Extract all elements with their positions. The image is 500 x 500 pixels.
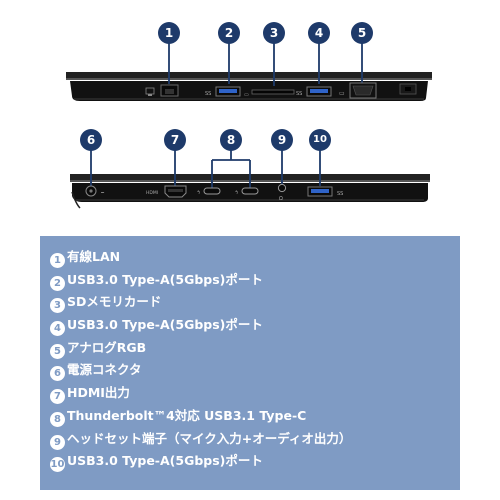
marker-2: 2	[218, 22, 240, 44]
security-lock-slot	[399, 83, 417, 95]
headset-icon: Ω	[279, 196, 283, 202]
legend-text: Thunderbolt™4対応 USB3.1 Type-C	[67, 407, 307, 423]
marker-6: 6	[80, 129, 102, 151]
legend-text: SDメモリカード	[67, 294, 162, 310]
legend-number: 3	[50, 298, 65, 314]
legend-number: 8	[50, 411, 65, 427]
marker-5: 5	[351, 22, 373, 44]
legend-text: ヘッドセット端子（マイク入力+オーディオ出力）	[67, 430, 352, 446]
vga-icon: ▭	[339, 90, 345, 97]
usb-ss-label-3: SS	[337, 191, 343, 197]
legend-number: 2	[50, 275, 65, 291]
dc-icon: ⎓	[101, 190, 105, 195]
dc-power-jack	[85, 185, 97, 197]
sd-card-slot	[251, 89, 295, 95]
sd-icon: ▭	[244, 92, 249, 98]
laptop-side-views: SS ▭ SS ▭ 1 2 3 4 5	[0, 0, 500, 225]
usb-type-c-port-2	[241, 187, 259, 195]
lan-port	[160, 84, 179, 97]
hdmi-port	[164, 185, 187, 198]
headset-jack	[277, 183, 287, 193]
thunderbolt-icon-2: ϟ	[235, 190, 238, 196]
marker-9: 9	[271, 129, 293, 151]
legend-text: USB3.0 Type-A(5Gbps)ポート	[67, 317, 263, 333]
legend-text: USB3.0 Type-A(5Gbps)ポート	[67, 453, 263, 469]
legend-number: 4	[50, 321, 65, 337]
laptop-right-side-view: ⎓ HDMI ϟ ϟ Ω SS	[70, 150, 430, 209]
legend-number: 1	[50, 253, 65, 268]
marker-4: 4	[308, 22, 330, 44]
legend-number: 9	[50, 434, 65, 450]
legend-text: HDMI出力	[67, 385, 130, 401]
legend-number: 5	[50, 343, 65, 359]
marker-1: 1	[158, 22, 180, 44]
legend-number: 10	[50, 457, 65, 473]
legend-text: 有線LAN	[67, 249, 121, 264]
legend-text: アナログRGB	[67, 339, 147, 355]
lid-edge	[66, 72, 432, 79]
usb-type-c-port-1	[203, 187, 221, 195]
laptop-left-side-view: SS ▭ SS ▭	[66, 40, 432, 101]
hdmi-label: HDMI	[146, 190, 158, 196]
pen-tether	[71, 191, 81, 209]
marker-10: 10	[309, 129, 331, 151]
usb-a-port-3	[307, 186, 333, 197]
lan-icon	[145, 87, 155, 96]
marker-7: 7	[164, 129, 186, 151]
marker-3: 3	[263, 22, 285, 44]
usb-a-port-1	[215, 86, 241, 97]
usb-a-port-2	[306, 86, 332, 97]
legend-text: USB3.0 Type-A(5Gbps)ポート	[67, 271, 263, 287]
marker-8: 8	[220, 129, 242, 151]
usb-ss-label-1: SS	[205, 91, 211, 97]
thunderbolt-icon-1: ϟ	[197, 190, 200, 196]
usb-ss-label-2: SS	[296, 91, 302, 97]
legend-text: 電源コネクタ	[67, 362, 142, 378]
legend-number: 7	[50, 389, 65, 405]
legend-number: 6	[50, 366, 65, 382]
hinge-line	[66, 78, 432, 80]
vga-port	[349, 82, 377, 99]
base-edge	[70, 81, 428, 101]
